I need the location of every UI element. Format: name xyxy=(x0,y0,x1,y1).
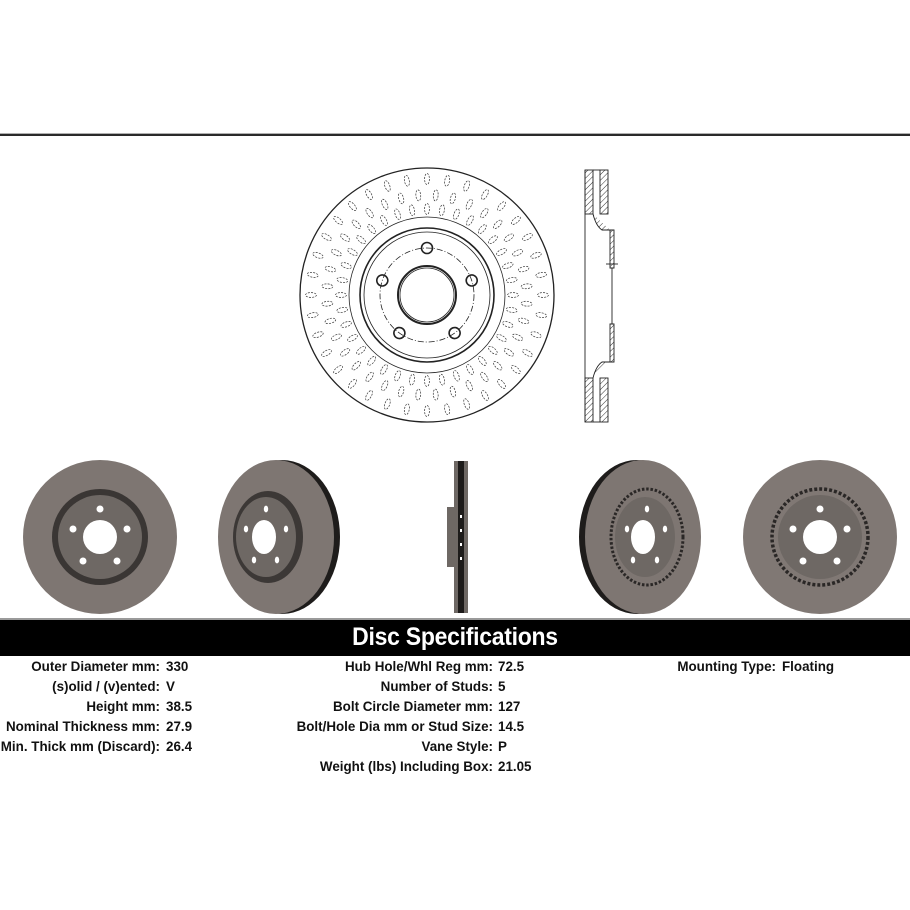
spec-row: Bolt/Hole Dia mm or Stud Size: 14.5 xyxy=(0,717,524,737)
top-divider xyxy=(0,133,910,136)
spec-column-2: Hub Hole/Whl Reg mm: 72.5 Number of Studs… xyxy=(0,657,532,777)
spec-label: Hub Hole/Whl Reg mm: xyxy=(344,659,493,674)
spec-value: 14.5 xyxy=(498,719,525,734)
spec-value: Floating xyxy=(782,659,835,674)
spec-row: Weight (lbs) Including Box: 21.05 xyxy=(0,757,532,777)
photo-edge-profile xyxy=(447,461,468,613)
spec-row: Bolt Circle Diameter mm: 127 xyxy=(0,697,520,717)
spec-row: Nominal Thickness mm: 27.9 xyxy=(0,717,192,737)
spec-value: 127 xyxy=(498,699,521,714)
spec-row: Vane Style: P xyxy=(0,737,507,757)
spec-row: Outer Diameter mm: 330 xyxy=(0,657,188,677)
spec-label: Height mm: xyxy=(86,699,160,714)
spec-value: V xyxy=(166,679,175,694)
spec-label: Bolt/Hole Dia mm or Stud Size: xyxy=(296,719,493,734)
spec-label: (s)olid / (v)ented: xyxy=(52,679,160,694)
spec-label: Nominal Thickness mm: xyxy=(5,719,160,734)
spec-label: Vane Style: xyxy=(421,739,493,754)
spec-value: 21.05 xyxy=(498,759,532,774)
spec-label: Outer Diameter mm: xyxy=(31,659,160,674)
spec-value: 38.5 xyxy=(166,699,193,714)
spec-row: Hub Hole/Whl Reg mm: 72.5 xyxy=(0,657,524,677)
specifications-banner: Disc Specifications xyxy=(0,618,910,656)
spec-value: P xyxy=(498,739,507,754)
spec-row: Number of Studs: 5 xyxy=(0,677,506,697)
spec-label: Min. Thick mm (Discard): xyxy=(0,739,160,754)
spec-row: Min. Thick mm (Discard): 26.4 xyxy=(0,737,192,757)
spec-label: Mounting Type: xyxy=(677,659,776,674)
photo-rear-angled xyxy=(579,460,701,614)
spec-row: Mounting Type: Floating xyxy=(0,657,834,677)
spec-label: Bolt Circle Diameter mm: xyxy=(333,699,493,714)
rotor-front-drawing xyxy=(299,167,555,423)
spec-column-3: Mounting Type: Floating xyxy=(0,657,834,677)
spec-value: 27.9 xyxy=(166,719,193,734)
spec-value: 5 xyxy=(498,679,506,694)
banner-title: Disc Specifications xyxy=(352,623,558,651)
spec-label: Number of Studs: xyxy=(380,679,493,694)
photo-front-flat xyxy=(23,460,177,614)
spec-value: 72.5 xyxy=(498,659,525,674)
spec-value: 26.4 xyxy=(166,739,193,754)
spec-row: Height mm: 38.5 xyxy=(0,697,192,717)
spec-column-1: Outer Diameter mm: 330 (s)olid / (v)ented… xyxy=(0,657,192,757)
spec-row: (s)olid / (v)ented: V xyxy=(0,677,175,697)
spec-label: Weight (lbs) Including Box: xyxy=(319,759,493,774)
photo-rear-flat xyxy=(743,460,897,614)
rotor-cross-section-drawing xyxy=(584,169,618,423)
photo-front-angled xyxy=(218,460,340,614)
spec-value: 330 xyxy=(166,659,189,674)
